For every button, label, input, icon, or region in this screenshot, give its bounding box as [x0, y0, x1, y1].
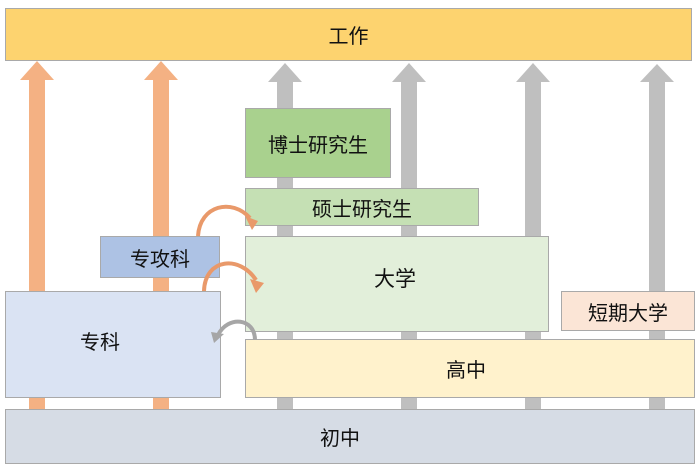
college-of-technology-box: 专科: [5, 291, 221, 398]
curved-arrow-highschool-to-college: [211, 319, 257, 343]
masters-box: 硕士研究生: [245, 188, 479, 226]
specialized-course-label: 专攻科: [130, 246, 190, 271]
junior-college-label: 短期大学: [588, 300, 668, 325]
masters-label: 硕士研究生: [312, 196, 412, 221]
university-box: 大学: [245, 236, 549, 332]
work-label: 工作: [328, 24, 369, 48]
junior-high-box: 初中: [5, 409, 695, 464]
work-box: 工作: [5, 8, 692, 61]
curved-arrow-college-to-university: [202, 261, 264, 293]
college-of-technology-label: 专科: [80, 330, 120, 354]
university-label: 大学: [374, 267, 416, 291]
curved-arrow-specialized-to-masters: [196, 204, 258, 237]
specialized-course-box: 专攻科: [100, 236, 220, 278]
high-school-label: 高中: [446, 358, 486, 382]
junior-high-label: 初中: [320, 426, 360, 450]
doctoral-box: 博士研究生: [245, 108, 391, 178]
doctoral-label: 博士研究生: [268, 132, 368, 157]
high-school-box: 高中: [245, 339, 695, 398]
junior-college-box: 短期大学: [561, 291, 695, 331]
